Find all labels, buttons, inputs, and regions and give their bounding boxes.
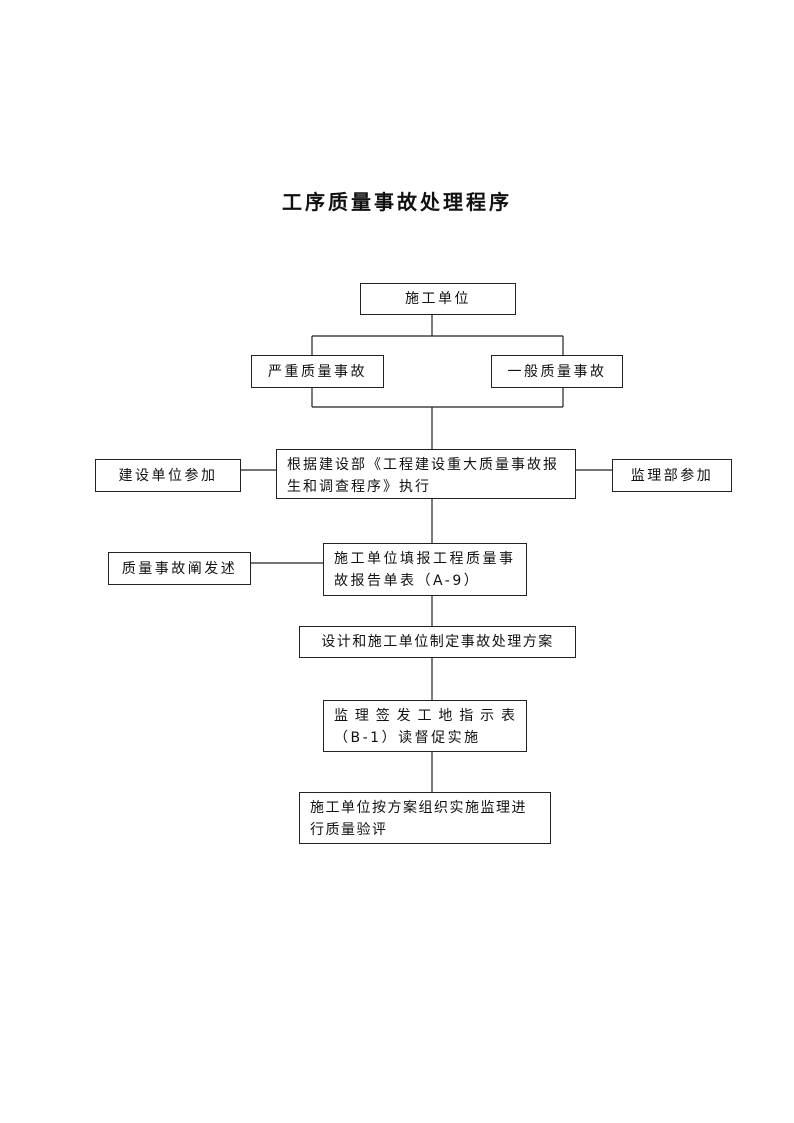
node-accident-report-line-2: 故报告单表（A-9） xyxy=(334,573,481,589)
node-site-instruction-line-2: （B-1）读督促实施 xyxy=(334,730,481,746)
node-owner-participation-label: 建设单位参加 xyxy=(118,467,218,484)
node-implementation-line-2: 行质量验评 xyxy=(310,822,388,838)
node-treatment-plan-label: 设计和施工单位制定事故处理方案 xyxy=(321,634,554,650)
page-title: 工序质量事故处理程序 xyxy=(282,190,512,214)
node-general-accident-label: 一般质量事故 xyxy=(507,363,607,380)
node-treatment-plan: 设计和施工单位制定事故处理方案 xyxy=(299,626,576,658)
node-general-accident: 一般质量事故 xyxy=(491,355,623,388)
node-accident-report-line-1: 施工单位填报工程质量事 xyxy=(334,551,516,567)
node-owner-participation: 建设单位参加 xyxy=(95,459,241,492)
node-site-instruction-line-1: 监 理 签 发 工 地 指 示 表 xyxy=(334,708,516,724)
node-accident-sent: 质量事故阐发述 xyxy=(108,552,251,585)
node-regulation-line-1: 根据建设部《工程建设重大质量事故报 xyxy=(287,457,559,473)
node-contractor-label: 施工单位 xyxy=(405,291,471,307)
node-implementation: 施工单位按方案组织实施监理进 行质量验评 xyxy=(299,792,551,844)
node-serious-accident-label: 严重质量事故 xyxy=(268,363,367,380)
node-supervision-participation: 监理部参加 xyxy=(612,459,732,492)
node-contractor: 施工单位 xyxy=(360,283,516,315)
node-regulation-line-2: 生和调查程序》执行 xyxy=(287,479,431,495)
node-accident-sent-label: 质量事故阐发述 xyxy=(121,560,238,577)
node-implementation-line-1: 施工单位按方案组织实施监理进 xyxy=(310,800,527,816)
node-site-instruction: 监 理 签 发 工 地 指 示 表 （B-1）读督促实施 xyxy=(323,700,527,752)
node-supervision-participation-label: 监理部参加 xyxy=(630,467,714,484)
node-serious-accident: 严重质量事故 xyxy=(251,355,384,388)
node-regulation: 根据建设部《工程建设重大质量事故报 生和调查程序》执行 xyxy=(276,449,576,499)
node-accident-report: 施工单位填报工程质量事 故报告单表（A-9） xyxy=(323,543,527,596)
